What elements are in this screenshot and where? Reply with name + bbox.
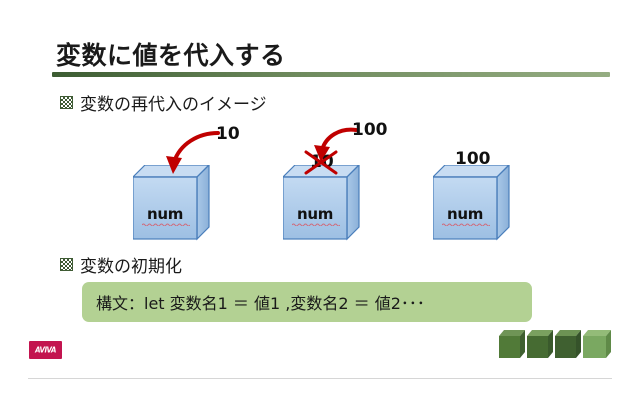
syntax-callout-box: 構文：let 変数名1 ＝ 値1 ,変数名2 ＝ 値2･･･ (82, 282, 532, 322)
box-variable-name: num (146, 205, 184, 223)
assigned-value-label-1: 10 (216, 124, 240, 144)
open-box-icon (283, 165, 360, 241)
variable-box-1: num (133, 165, 211, 241)
page-title: 変数に値を代入する (56, 41, 286, 70)
red-squiggly-underline-icon (142, 223, 190, 226)
box-variable-name: num (296, 205, 334, 223)
stored-value-label-3: 100 (455, 149, 491, 169)
title-underline-rule (52, 72, 610, 77)
assignment-arrow-2-icon (314, 127, 358, 162)
brand-logo: AVIVA (29, 341, 62, 359)
brand-logo-text: AVIVA (35, 345, 56, 355)
red-squiggly-underline-icon (442, 223, 490, 226)
decorative-green-blocks (499, 330, 611, 358)
syntax-text: 構文：let 変数名1 ＝ 値1 ,変数名2 ＝ 値2･･･ (96, 294, 425, 313)
open-box-icon (133, 165, 210, 241)
box-variable-name: num (446, 205, 484, 223)
assigned-value-label-2: 100 (352, 120, 388, 140)
checkered-square-bullet-icon (60, 258, 73, 271)
bullet-item-initialization: 変数の初期化 (60, 252, 182, 277)
checkered-square-bullet-icon (60, 96, 73, 109)
bullet-item-reassignment: 変数の再代入のイメージ (60, 90, 267, 115)
red-squiggly-underline-icon (292, 223, 340, 226)
open-box-icon (433, 165, 510, 241)
assignment-arrow-1-icon (166, 131, 220, 174)
bullet-label: 変数の初期化 (80, 257, 182, 277)
variable-box-3: num (433, 165, 511, 241)
variable-box-2: num (283, 165, 361, 241)
red-cross-out-icon (304, 150, 338, 175)
bullet-label: 変数の再代入のイメージ (80, 95, 267, 115)
footer-divider (28, 378, 612, 379)
